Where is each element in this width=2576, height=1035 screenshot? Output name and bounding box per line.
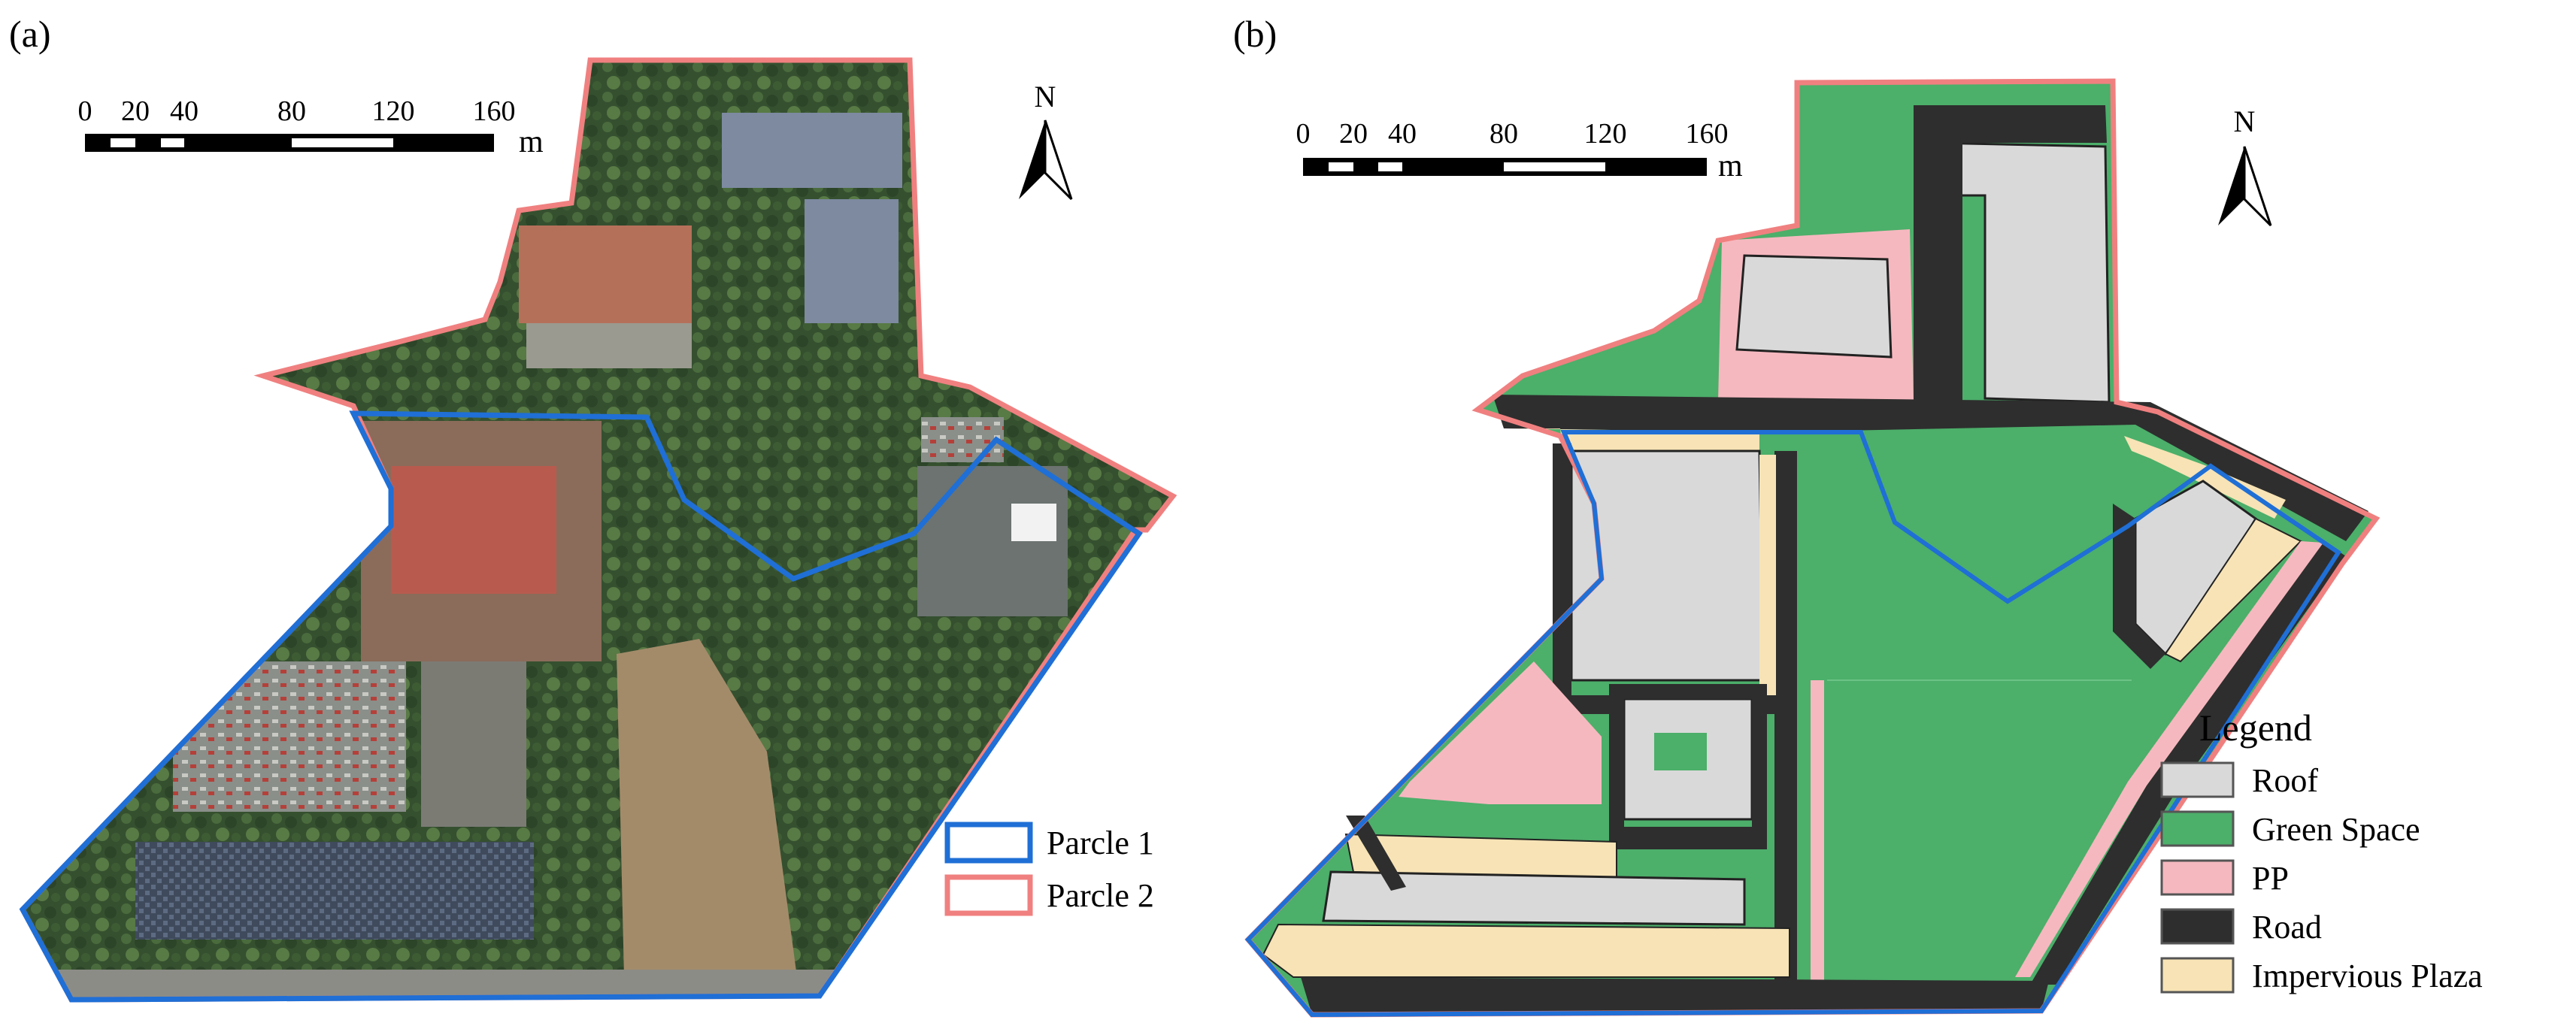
solar-rooftops bbox=[135, 842, 534, 940]
bare-land bbox=[617, 639, 797, 977]
scale-unit: m bbox=[1718, 149, 1743, 183]
north-arrow-icon bbox=[1044, 120, 1073, 201]
road bbox=[1301, 977, 2049, 1015]
roof bbox=[1322, 870, 1746, 926]
legend-swatch-impervious-plaza bbox=[2160, 957, 2235, 994]
roof bbox=[1735, 254, 1893, 359]
panel-b: (b) bbox=[1233, 13, 2483, 1018]
legend-a: Parcle 1 Parcle 2 bbox=[944, 822, 1154, 916]
panel-a-label: (a) bbox=[9, 13, 51, 55]
legend-label: Road bbox=[2252, 909, 2322, 946]
scale-tick-label: 120 bbox=[372, 95, 415, 127]
legend-label: Parcle 1 bbox=[1047, 825, 1154, 861]
legend-swatch-pp bbox=[2160, 859, 2235, 896]
scale-bar-segment bbox=[292, 138, 393, 147]
scale-unit: m bbox=[519, 125, 544, 159]
scale-bar bbox=[85, 134, 494, 152]
scale-tick-label: 160 bbox=[473, 95, 516, 127]
warehouse-roof bbox=[805, 199, 899, 323]
scale-tick-label: 20 bbox=[1339, 118, 1368, 150]
impervious-plaza bbox=[2124, 436, 2286, 519]
north-label: N bbox=[1035, 80, 1056, 113]
parking-lot bbox=[173, 661, 406, 812]
north-arrow-icon bbox=[1019, 120, 1045, 199]
panel-b-label: (b) bbox=[1233, 13, 1277, 55]
road bbox=[1609, 684, 1767, 849]
warehouse-roof bbox=[722, 113, 902, 188]
road bbox=[1914, 105, 2107, 402]
legend-title: Legend bbox=[2199, 707, 2312, 749]
scale-tick-label: 40 bbox=[170, 95, 199, 127]
impervious-plaza bbox=[1759, 455, 1776, 695]
scale-tick-label: 80 bbox=[277, 95, 306, 127]
legend-label: Parcle 2 bbox=[1047, 877, 1154, 914]
panel-a: (a) bbox=[9, 13, 1177, 1003]
building-roof bbox=[1011, 504, 1056, 541]
legend-b: Legend Roof Green Space PP Road Impervio… bbox=[2160, 707, 2483, 994]
north-arrow-a: N bbox=[1019, 80, 1073, 201]
pp-area bbox=[1811, 680, 1824, 996]
parcel-1-outline bbox=[19, 410, 1143, 1003]
pp-area bbox=[1399, 661, 1602, 804]
building-roof bbox=[519, 225, 692, 323]
construction-site bbox=[391, 466, 556, 594]
legend-swatch-road bbox=[2160, 908, 2235, 945]
north-arrow-icon bbox=[2218, 147, 2244, 225]
scale-bar-segment bbox=[161, 138, 184, 147]
legend-swatch-parcel-2 bbox=[944, 874, 1033, 916]
north-arrow-icon bbox=[2243, 146, 2272, 227]
impervious-plaza bbox=[2164, 517, 2302, 663]
tower-block bbox=[421, 661, 526, 827]
plaza bbox=[526, 323, 692, 368]
scale-tick-label: 120 bbox=[1584, 118, 1627, 150]
legend-label: Roof bbox=[2252, 762, 2318, 799]
legend-swatch-green-space bbox=[2160, 810, 2235, 847]
scale-bar-segment bbox=[1504, 162, 1605, 171]
scale-tick-label: 40 bbox=[1388, 118, 1417, 150]
north-label: N bbox=[2234, 104, 2256, 138]
legend-label: PP bbox=[2252, 860, 2289, 897]
parking-lot bbox=[921, 417, 1004, 462]
scale-bar-segment bbox=[1378, 162, 1402, 171]
pp-area bbox=[2015, 541, 2323, 977]
road bbox=[1346, 816, 1406, 891]
scale-bar-a: 0 20 40 80 120 160 m bbox=[78, 95, 544, 159]
scale-tick-label: 80 bbox=[1490, 118, 1518, 150]
impervious-plaza bbox=[1262, 923, 1790, 978]
north-arrow-b: N bbox=[2218, 104, 2272, 227]
legend-swatch-parcel-1 bbox=[944, 822, 1033, 864]
legend-label: Green Space bbox=[2252, 811, 2420, 848]
scale-bar-segment bbox=[111, 138, 135, 147]
legend-swatch-roof bbox=[2160, 761, 2235, 798]
green-space bbox=[1654, 733, 1707, 770]
scale-tick-label: 20 bbox=[121, 95, 150, 127]
legend-label: Impervious Plaza bbox=[2252, 958, 2483, 994]
scale-bar-b: 0 20 40 80 120 160 m bbox=[1296, 118, 1744, 183]
road bbox=[2113, 504, 2165, 669]
scale-bar-segment bbox=[1329, 162, 1353, 171]
scale-tick-label: 160 bbox=[1686, 118, 1729, 150]
scale-tick-label: 0 bbox=[1296, 118, 1311, 150]
scale-tick-label: 0 bbox=[78, 95, 92, 127]
parcel-1-outline bbox=[1244, 430, 2342, 1018]
